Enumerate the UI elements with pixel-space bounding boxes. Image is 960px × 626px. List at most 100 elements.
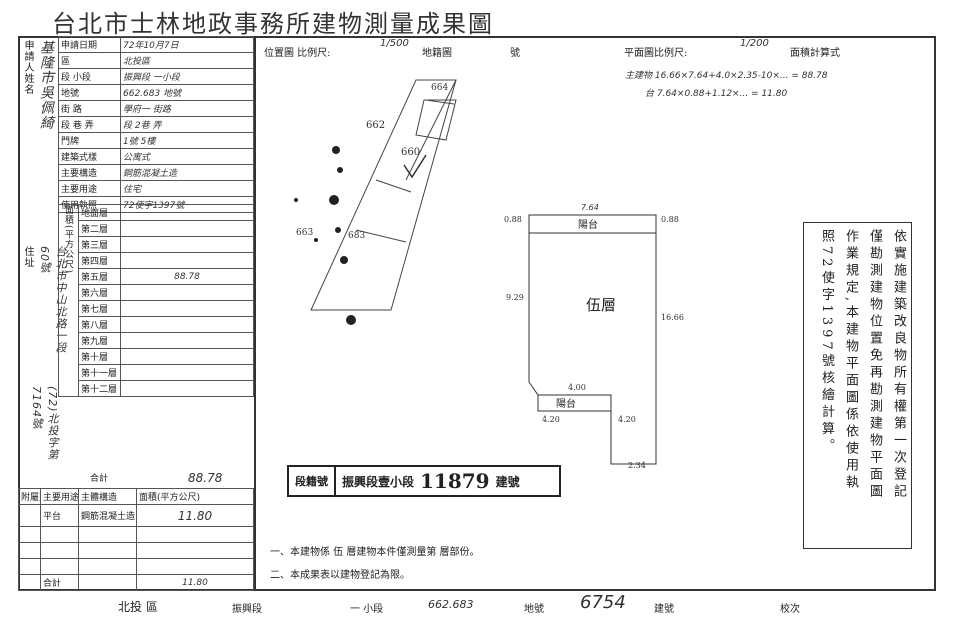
floor-row: 面積(平方公尺)地面層	[58, 204, 254, 397]
balcony-top-label: 陽台	[578, 218, 598, 231]
info-row: 街 路學府一 街路	[58, 100, 254, 117]
info-value: 振興段 一小段	[120, 68, 254, 85]
attach-total-label: 合計	[40, 574, 79, 591]
site-map	[310, 79, 457, 311]
info-value: 662.683 地號	[120, 84, 254, 101]
floor-area: 88.78	[120, 268, 254, 285]
bottom-parcel-label: 地號	[524, 604, 544, 615]
approval-number: (72)北投字第7164號	[30, 386, 59, 461]
plan-dim-0: 7.64	[581, 203, 599, 212]
map-number-label: 號	[510, 48, 520, 59]
info-label: 門牌	[58, 132, 121, 149]
floor-outline	[528, 232, 657, 465]
stamp-middle: 振興段壹小段	[342, 474, 415, 489]
footer-note-1: 一、本建物係 伍 層建物本件僅測量第 層部份。	[270, 547, 480, 558]
note-col-3: 照72使字1397號核繪計算。	[819, 229, 834, 456]
info-value: 學府一 街路	[120, 100, 254, 117]
total-value: 88.78	[188, 471, 223, 485]
info-label: 段 巷 弄	[58, 116, 121, 133]
attach-use: 平台	[40, 504, 79, 527]
plan-dim-5: 4.00	[568, 383, 586, 392]
regulation-note: 依實施建築改良物所有權第一次登記 僅勘測建物位置免再勘測建物平面圖 作業規定,本…	[803, 222, 912, 549]
location-scale-value: 1/500	[380, 38, 409, 49]
plan-dim-2: 0.88	[661, 215, 679, 224]
floor-area	[120, 332, 254, 349]
floor-area	[120, 252, 254, 269]
footer-note-2: 二、本成果表以建物登記為限。	[270, 570, 410, 581]
info-label: 主要用途	[58, 180, 121, 197]
info-row: 主要構造鋼筋混凝土造	[58, 164, 254, 181]
bottom-parcel: 662.683	[428, 598, 474, 611]
bottom-section: 振興段	[232, 604, 262, 615]
attach-area: 11.80	[136, 504, 254, 527]
floor-name: 第八層	[78, 316, 121, 333]
floor-area	[120, 364, 254, 381]
attach-header-3: 面積(平方公尺)	[136, 488, 254, 505]
plan-scale-label: 平面圖比例尺:	[624, 48, 688, 59]
bottom-checker: 校次	[780, 604, 800, 615]
floor-area	[120, 220, 254, 237]
floor-row: 第三層	[59, 236, 254, 253]
applicant-label: 申請人姓名	[22, 40, 33, 95]
attachment-table: 附屬建物 主要用途 主體構造 面積(平方公尺) 平台 鋼筋混凝土造 11.80 …	[18, 488, 254, 591]
attach-header-2: 主體構造	[78, 488, 137, 505]
plan-dim-7: 4.20	[618, 415, 636, 424]
stamp-left: 段籍號	[289, 467, 336, 495]
parcel-label-3: 663	[296, 228, 313, 238]
applicant-value: 基隆市吳佩綺	[38, 40, 54, 130]
floor-row: 第九層	[59, 332, 254, 349]
plan-dim-6: 4.20	[542, 415, 560, 424]
info-value: 北投區	[120, 52, 254, 69]
info-label: 地號	[58, 84, 121, 101]
floor-name: 第五層	[78, 268, 121, 285]
document-frame	[18, 36, 936, 591]
floor-row: 第八層	[59, 316, 254, 333]
plan-dim-3: 9.29	[506, 293, 524, 302]
floor-row: 第七層	[59, 300, 254, 317]
floor-row: 第十二層	[59, 380, 254, 397]
calc-main: 主建物 16.66×7.64+4.0×2.35-10×... = 88.78	[625, 71, 828, 81]
floor-row: 第二層	[59, 220, 254, 237]
parcel-label-2: 683	[348, 231, 365, 241]
info-value: 鋼筋混凝土造	[120, 164, 254, 181]
floor-area	[120, 204, 254, 221]
note-col-2: 作業規定,本建物平面圖係依使用執	[843, 229, 858, 493]
info-row: 建築式樣公寓式	[58, 148, 254, 165]
plan-dim-1: 0.88	[504, 215, 522, 224]
balcony-bottom-label: 陽台	[556, 397, 576, 410]
info-row: 段 小段振興段 一小段	[58, 68, 254, 85]
info-value: 1號 5樓	[120, 132, 254, 149]
floor-name: 伍層	[586, 296, 616, 314]
parcel-outline	[310, 79, 457, 311]
floor-row: 第六層	[59, 284, 254, 301]
floor-name: 第四層	[78, 252, 121, 269]
parcel-label-0: 662	[366, 120, 385, 131]
calc-platform: 台 7.64×0.88+1.12×... = 11.80	[645, 89, 788, 99]
total-label: 合計	[90, 474, 109, 484]
info-label: 主要構造	[58, 164, 121, 181]
floor-plan	[528, 214, 657, 465]
info-row: 段 巷 弄段 2巷 弄	[58, 116, 254, 133]
bottom-district: 北投 區	[118, 600, 158, 614]
parcel-label-1: 660	[401, 147, 420, 158]
stamp-number: 11879	[420, 469, 490, 493]
attach-header-0: 附屬建物	[18, 488, 41, 505]
floor-name: 第十層	[78, 348, 121, 365]
floor-area	[120, 300, 254, 317]
floor-area-header: 面積(平方公尺)	[58, 204, 79, 397]
floor-area	[120, 284, 254, 301]
document-title: 台北市士林地政事務所建物測量成果圖	[52, 10, 494, 38]
plan-scale-value: 1/200	[740, 38, 769, 49]
parcel-label-4: 664	[431, 83, 448, 93]
info-value: 72年10月7日	[120, 36, 254, 53]
plan-dim-4: 16.66	[661, 313, 684, 322]
balcony-bottom	[537, 394, 612, 412]
plan-dim-8: 2.34	[628, 461, 646, 470]
floor-name: 第三層	[78, 236, 121, 253]
